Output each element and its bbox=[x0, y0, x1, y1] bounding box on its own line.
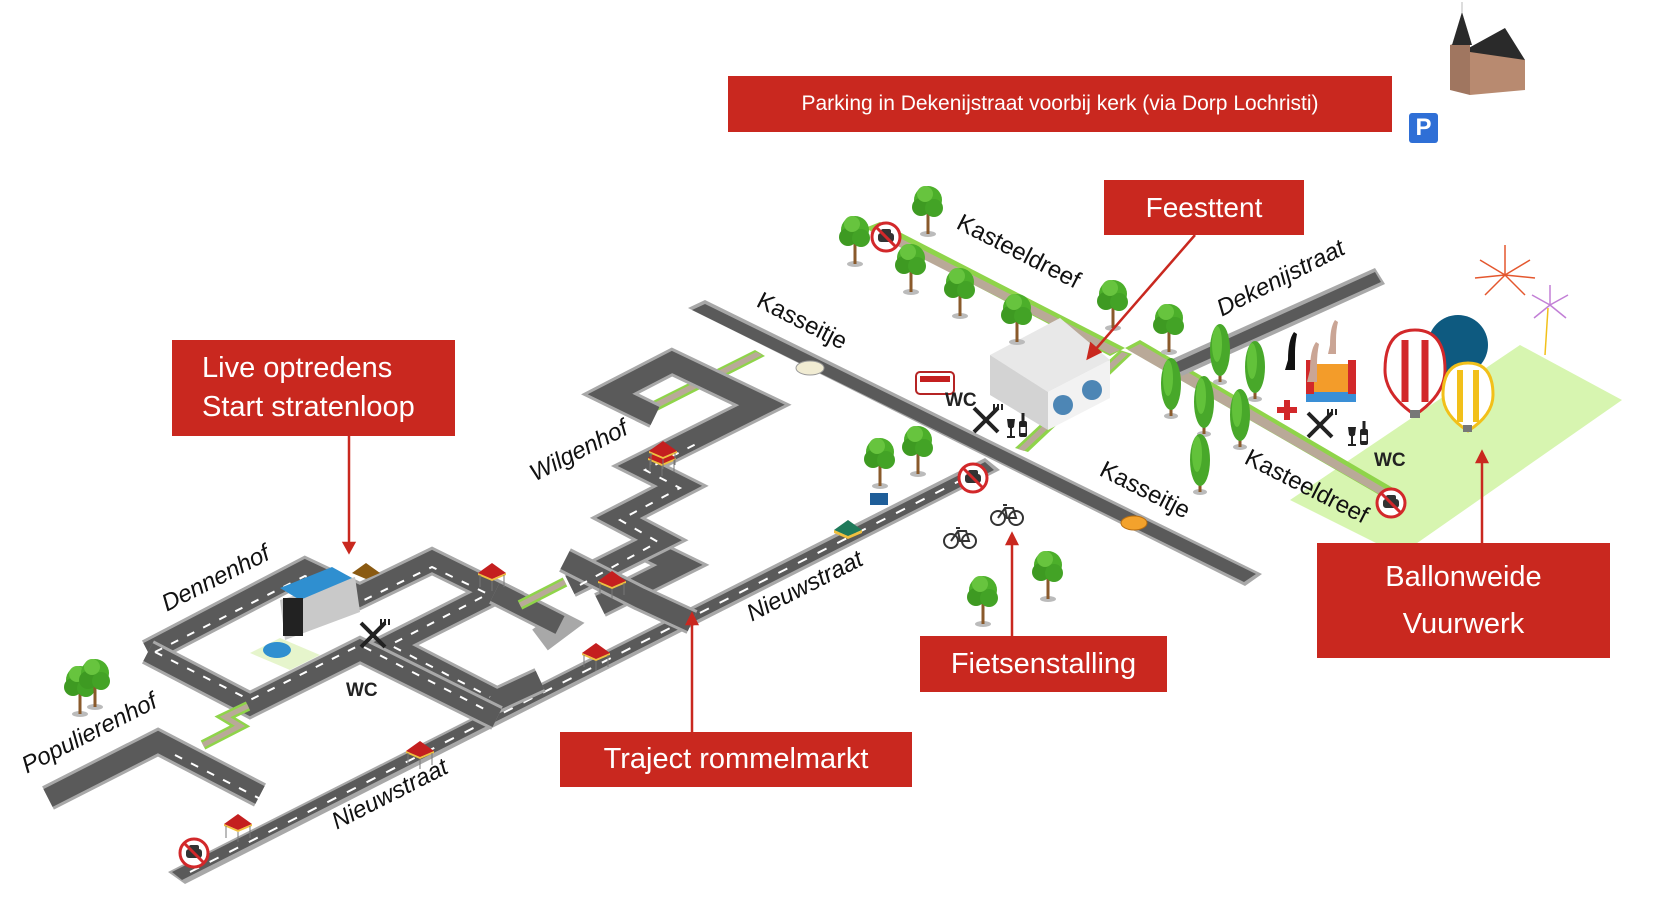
fireworks-icon bbox=[1474, 245, 1569, 356]
callout-fietsenstalling: Fietsenstalling bbox=[920, 636, 1167, 692]
callout-feesttent-text: Feesttent bbox=[1145, 191, 1263, 223]
stage-icon bbox=[250, 567, 360, 670]
parking-icon: P bbox=[1409, 113, 1438, 143]
callout-live-line1: Live optredens bbox=[202, 352, 393, 384]
market-stall-brown bbox=[352, 563, 380, 579]
church-icon bbox=[1450, 2, 1525, 95]
callout-feesttent: Feesttent bbox=[1104, 180, 1304, 235]
callout-ballon-line1: Ballonweide bbox=[1385, 560, 1542, 593]
callout-live-line2: Start stratenloop bbox=[202, 391, 415, 423]
balloon-icons bbox=[1383, 315, 1495, 433]
food-truck-icon bbox=[915, 371, 955, 395]
ballonweide-field bbox=[1290, 345, 1622, 555]
kasseitje-road bbox=[688, 300, 1262, 586]
alpaca-icons bbox=[1285, 320, 1338, 382]
wc-label-dennenhof: WC bbox=[346, 680, 378, 701]
wc-label-feesttent: WC bbox=[945, 390, 977, 411]
market-stall-green bbox=[834, 520, 862, 539]
callout-live: Live optredens Start stratenloop bbox=[172, 340, 455, 436]
callout-parking: Parking in Dekenijstraat voorbij kerk (v… bbox=[728, 76, 1392, 132]
callout-ballonweide: Ballonweide Vuurwerk bbox=[1317, 543, 1610, 658]
wc-label-ballonweide: WC bbox=[1374, 450, 1406, 471]
callout-fiets-text: Fietsenstalling bbox=[950, 647, 1137, 680]
tent-icon bbox=[990, 318, 1110, 430]
callout-rommelmarkt: Traject rommelmarkt bbox=[560, 732, 912, 787]
callout-ballon-line2: Vuurwerk bbox=[1402, 607, 1525, 640]
callout-arrows bbox=[341, 234, 1490, 735]
car-icons bbox=[795, 360, 1148, 531]
callout-rommelmarkt-text: Traject rommelmarkt bbox=[603, 743, 869, 775]
nieuwstraat-road bbox=[168, 458, 1000, 884]
wilgenhof-road bbox=[559, 347, 792, 634]
callout-parking-text: Parking in Dekenijstraat voorbij kerk (v… bbox=[801, 92, 1319, 115]
first-aid-icon bbox=[1277, 400, 1297, 420]
